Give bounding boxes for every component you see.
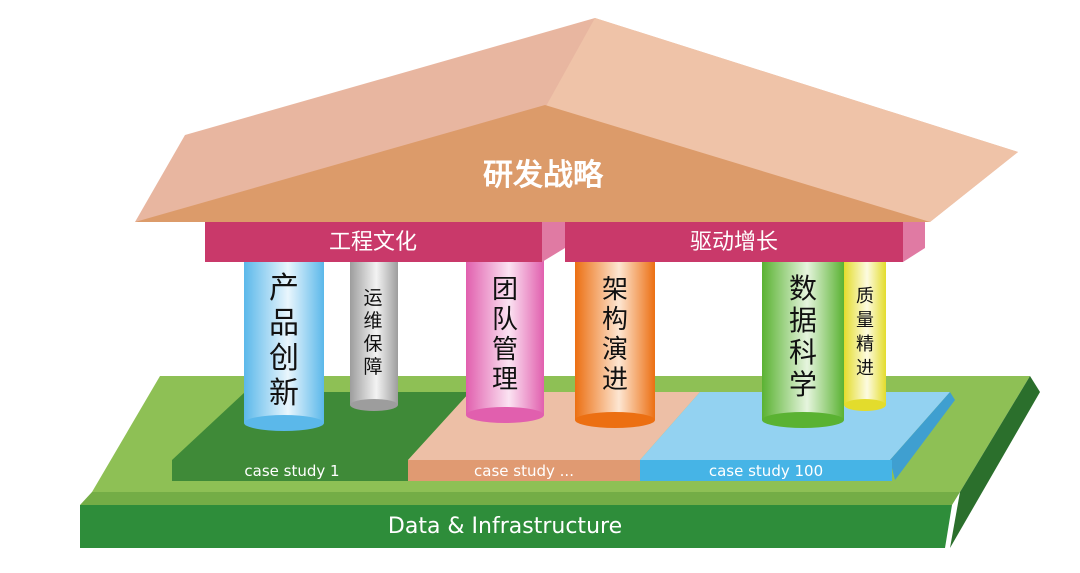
pillar-ops-assurance: 运 维 保 障 — [350, 255, 398, 411]
beam-right-label: 驱动增长 — [690, 230, 778, 255]
base-front-top-edge — [80, 492, 960, 505]
pillar-label-char: 障 — [363, 356, 382, 378]
roof-back-right — [545, 18, 1018, 222]
ground-right-side — [950, 376, 1040, 548]
case-study-2-label: case study ... — [474, 462, 574, 480]
pillar-label-char: 保 — [363, 333, 382, 355]
pillar-quality-improvement: 质 量 精 进 — [844, 255, 886, 411]
pillar-label-char: 产 — [269, 271, 299, 306]
roof-front — [135, 105, 930, 222]
pillar-product-innovation: 产 品 创 新 — [244, 255, 324, 431]
case-tile-3-side — [890, 392, 955, 480]
beam-right-side — [903, 222, 925, 262]
pillar-label-char: 管 — [492, 335, 518, 365]
pillar-label-char: 团 — [492, 275, 518, 305]
pillar-label-char: 架 — [602, 275, 628, 305]
pillar-label-char: 构 — [602, 305, 628, 335]
pillar-architecture-evolution: 架 构 演 进 — [575, 255, 655, 428]
pillar-label-char: 新 — [269, 376, 299, 411]
roof-title: 研发战略 — [483, 158, 604, 193]
pillar-label-char: 科 — [789, 336, 817, 369]
beam-left-side — [542, 222, 565, 262]
pillar-label-char: 创 — [269, 341, 299, 376]
pillar-label-char: 质 — [856, 286, 874, 307]
case-study-3-label: case study 100 — [709, 462, 823, 480]
pillar-label-char: 量 — [856, 310, 874, 331]
pillar-label-char: 进 — [856, 358, 874, 379]
base-front — [80, 505, 952, 548]
pillar-label-char: 演 — [602, 335, 628, 365]
pillar-label-char: 进 — [602, 365, 628, 395]
case-study-2-bar — [408, 460, 640, 481]
pillar-data-science: 数 据 科 学 — [762, 255, 844, 428]
beam-left-label: 工程文化 — [329, 230, 417, 255]
pillar-label-char: 理 — [492, 365, 518, 395]
case-study-3-bar — [640, 460, 892, 481]
pillar-label-char: 学 — [789, 368, 817, 401]
pillar-team-management: 团 队 管 理 — [466, 255, 544, 423]
beam-left — [205, 222, 542, 262]
pillar-label-char: 维 — [363, 310, 382, 332]
pillar-label-char: 精 — [856, 334, 874, 355]
pillar-label-char: 队 — [492, 305, 518, 335]
base-label: Data & Infrastructure — [388, 514, 622, 539]
pillar-label-char: 品 — [269, 306, 299, 341]
pillar-label-char: 数 — [789, 272, 817, 305]
pillar-label-char: 据 — [789, 304, 817, 337]
pillar-label-char: 运 — [363, 287, 382, 309]
beam-right — [565, 222, 903, 262]
case-study-1-label: case study 1 — [244, 462, 339, 480]
case-study-1-bar — [172, 460, 408, 481]
